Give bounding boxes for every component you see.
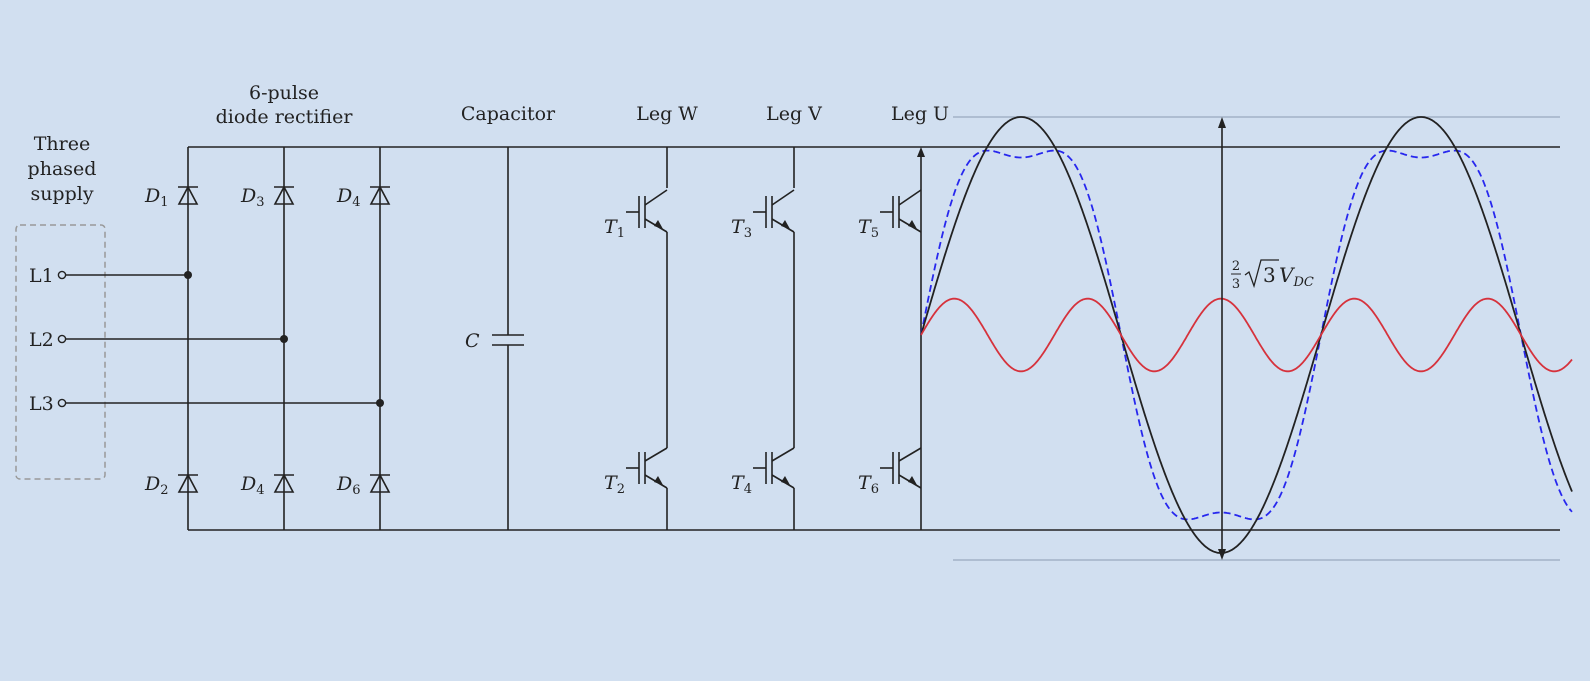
terminal-l3 <box>57 398 67 408</box>
fraction-numerator: 2 <box>1232 259 1240 274</box>
modulated-waveform <box>920 149 1573 521</box>
amplitude-arrow-top-head <box>1218 117 1226 128</box>
diode-d3 <box>273 184 295 206</box>
capacitor-symbol: C <box>465 330 480 352</box>
diode-d2 <box>177 472 199 494</box>
transistor-t5-label: T5 <box>858 216 879 241</box>
rectifier-title-line-1: 6-pulse <box>249 82 319 104</box>
transistor-t2 <box>626 447 668 489</box>
supply-title-line-3: supply <box>30 183 93 205</box>
leg-u-arrowhead <box>917 147 925 157</box>
transistor-t6-label: T6 <box>858 472 879 497</box>
vdc-symbol: VDC <box>1279 263 1314 290</box>
rectifier-title-line-2: diode rectifier <box>216 106 354 128</box>
leg-u-title: Leg U <box>891 103 949 125</box>
terminal-l1 <box>57 270 67 280</box>
third-harmonic-waveform <box>920 297 1573 373</box>
transistor-t3 <box>753 189 795 233</box>
diode-d4-top-label: D4 <box>336 185 361 210</box>
leg-v: Leg V T3 T4 <box>731 103 822 530</box>
diode-rectifier: 6-pulse diode rectifier <box>144 82 391 530</box>
transistor-t4-label: T4 <box>731 472 752 497</box>
diode-d4-top <box>369 184 391 206</box>
terminal-l2 <box>57 334 67 344</box>
leg-w-title: Leg W <box>636 103 698 125</box>
three-phase-supply: Three phased supply L1 L2 L3 <box>15 133 384 480</box>
waveforms <box>920 116 1573 554</box>
sine-waveform <box>920 116 1573 554</box>
transistor-t5 <box>880 189 922 233</box>
diode-d6 <box>369 472 391 494</box>
leg-v-title: Leg V <box>766 103 822 125</box>
transistor-t3-label: T3 <box>731 216 752 241</box>
leg-w: Leg W T1 T2 <box>604 103 698 530</box>
diode-d1-label: D1 <box>144 185 169 210</box>
terminal-l1-label: L1 <box>29 265 54 287</box>
supply-box <box>15 224 106 480</box>
sqrt-sign <box>1244 259 1279 289</box>
amplitude-arrow-bottom-head <box>1218 549 1226 560</box>
supply-title-line-1: Three <box>34 133 90 155</box>
diode-d4-bottom <box>273 472 295 494</box>
transistor-t2-label: T2 <box>604 472 625 497</box>
fraction-denominator: 3 <box>1232 277 1240 292</box>
transistor-t1-label: T1 <box>604 216 625 241</box>
diode-d3-label: D3 <box>240 185 265 210</box>
transistor-t1 <box>626 189 668 233</box>
dc-link-capacitor: Capacitor C <box>461 103 556 530</box>
transistor-t4 <box>753 447 795 489</box>
diode-d4-bottom-label: D4 <box>240 473 265 498</box>
diode-d6-label: D6 <box>336 473 361 498</box>
leg-u: Leg U T5 T6 <box>858 103 949 530</box>
diode-d2-label: D2 <box>144 473 169 498</box>
supply-title-line-2: phased <box>28 158 97 180</box>
terminal-l2-label: L2 <box>29 329 54 351</box>
transistor-t6 <box>880 447 922 489</box>
diode-d1 <box>177 184 199 206</box>
amplitude-annotation: 2 3 3 VDC <box>1218 117 1314 560</box>
terminal-l3-label: L3 <box>29 393 54 415</box>
sqrt-radicand: 3 <box>1263 263 1276 287</box>
capacitor-title: Capacitor <box>461 103 556 125</box>
